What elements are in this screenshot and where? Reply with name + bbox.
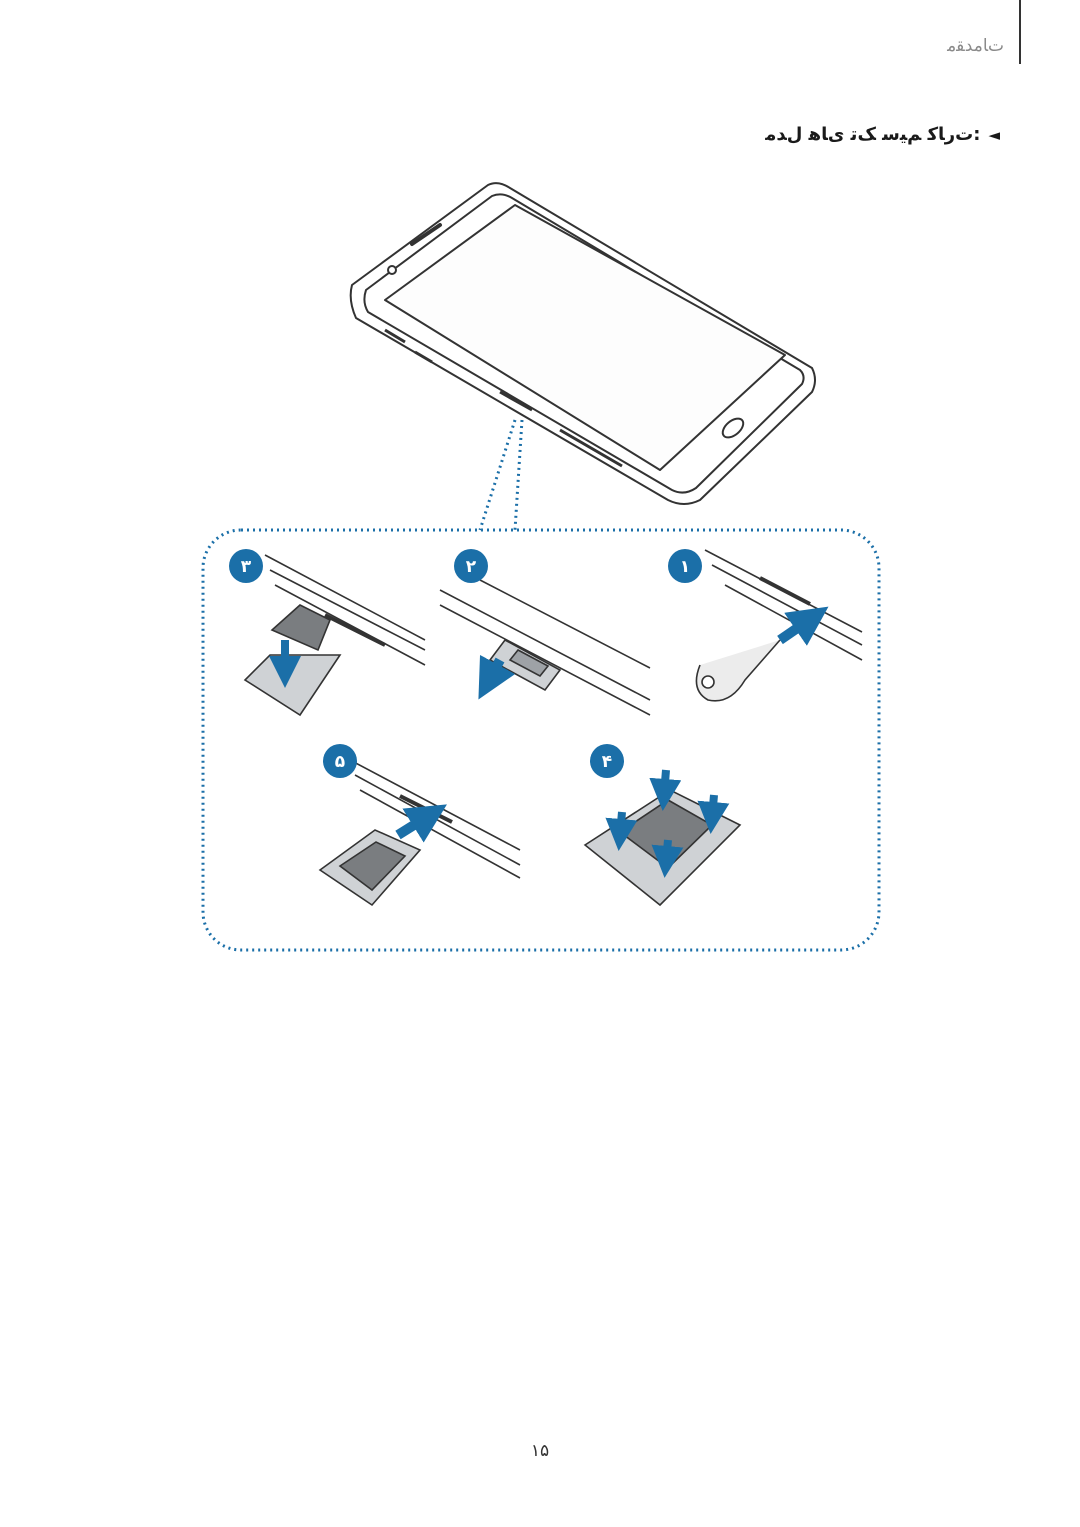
page-number: ۱۵ xyxy=(530,1441,550,1461)
step-3-number: ۳ xyxy=(241,557,252,577)
step-3-badge xyxy=(229,549,263,583)
step-1-panel xyxy=(695,549,863,702)
phone-device xyxy=(349,182,816,505)
step-5-panel xyxy=(318,759,521,907)
title-marker-icon: ◄ xyxy=(988,126,1000,144)
step-1-number: ۱ xyxy=(680,557,690,577)
home-button xyxy=(721,417,745,439)
model-title-text: :ﺕﺭﺎﮐ ﻢﯿﺳ ﮏﺗ ﯼﺎﻫ ﻝﺪﻣ xyxy=(765,124,981,145)
sim-eject-pin xyxy=(695,639,781,702)
steps-callout-frame xyxy=(201,528,881,952)
step-2-panel xyxy=(439,579,651,716)
callout-leader xyxy=(478,419,524,531)
phone-screen xyxy=(384,204,786,471)
step-3-panel xyxy=(243,554,426,717)
model-title: ◄ :ﺕﺭﺎﮐ ﻢﯿﺳ ﮏﺗ ﯼﺎﻫ ﻝﺪﻣ xyxy=(765,124,1000,145)
section-label: ﺕﺎﻣﺪﻘﻣ xyxy=(947,36,1004,56)
sim-tray xyxy=(243,654,342,717)
header-rule xyxy=(1019,0,1021,64)
step-2-number: ۲ xyxy=(466,557,477,577)
step-4-panel xyxy=(583,769,742,907)
sim-insertion-illustration: ۱ ۲ ۳ ۴ ۵ xyxy=(201,182,881,952)
step-5-number: ۵ xyxy=(335,752,345,772)
step-1-badge xyxy=(668,549,702,583)
sim-card xyxy=(270,604,332,652)
step-2-badge xyxy=(454,549,488,583)
step-4-number: ۴ xyxy=(602,752,612,772)
step-5-badge xyxy=(323,744,357,778)
step-4-badge xyxy=(590,744,624,778)
